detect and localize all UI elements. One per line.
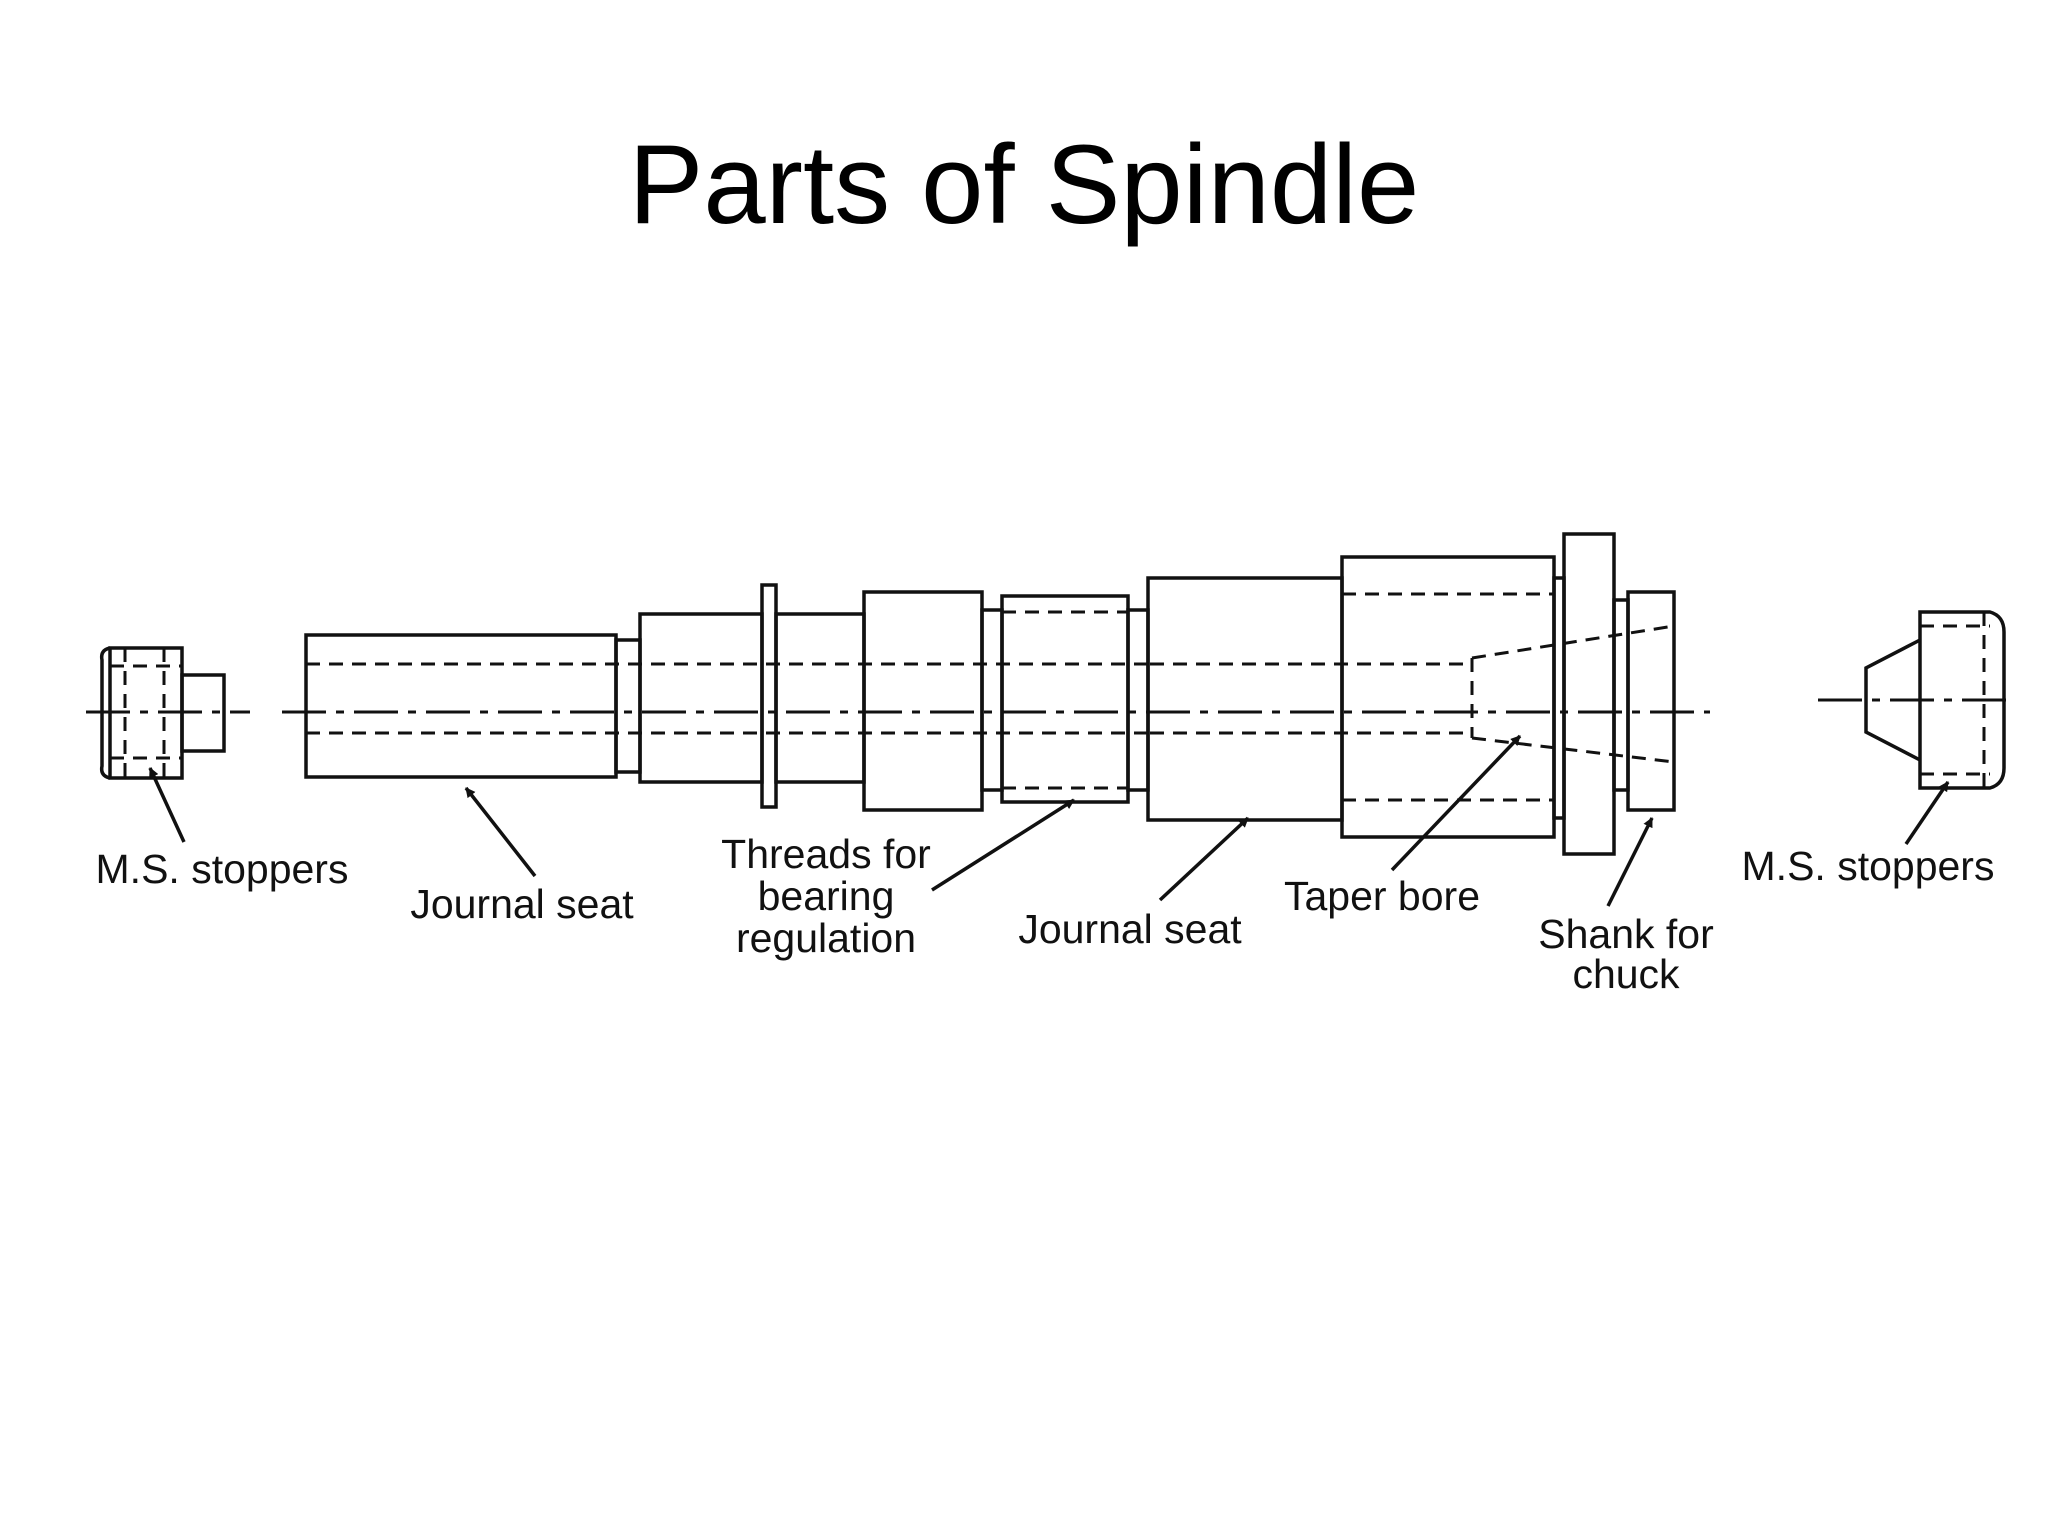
label-shank-line2: chuck	[1572, 951, 1680, 997]
label-ms-stoppers-right: M.S. stoppers	[1742, 843, 1995, 889]
right-stopper	[1818, 610, 2010, 790]
label-threads-line3: regulation	[736, 915, 916, 961]
label-journal-seat-1: Journal seat	[410, 881, 634, 927]
left-stopper	[86, 646, 250, 780]
label-threads-line1: Threads for	[721, 831, 931, 877]
leader-lines	[148, 734, 1950, 907]
spindle-body	[282, 532, 1710, 856]
label-ms-stoppers-left: M.S. stoppers	[96, 846, 349, 892]
label-shank-line1: Shank for	[1538, 911, 1714, 957]
label-journal-seat-2: Journal seat	[1018, 906, 1242, 952]
label-taper-bore: Taper bore	[1284, 873, 1480, 919]
slide-title: Parts of Spindle	[628, 122, 1420, 247]
label-threads-line2: bearing	[758, 873, 895, 919]
